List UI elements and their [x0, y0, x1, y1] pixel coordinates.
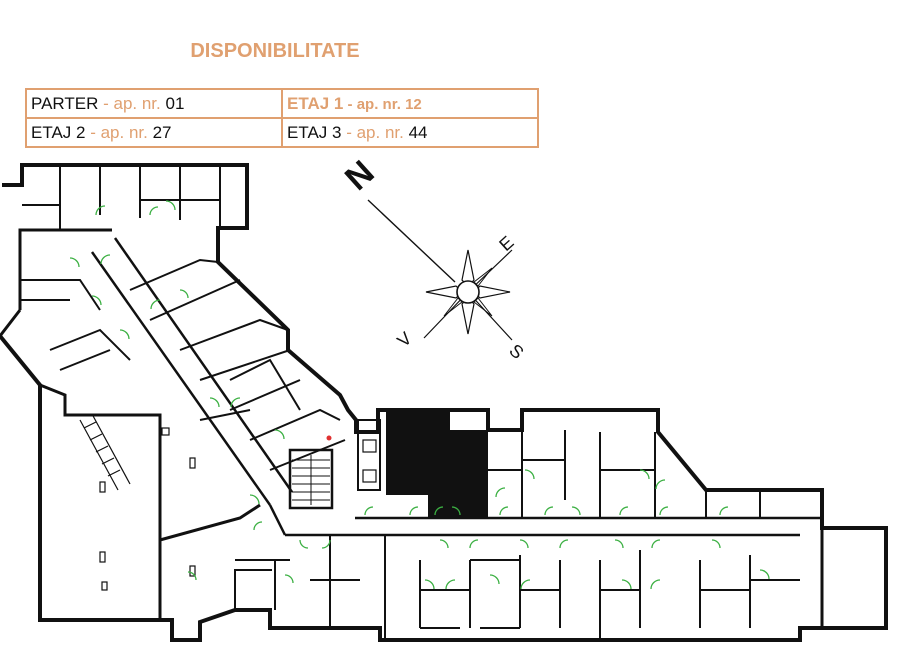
availability-heading: DISPONIBILITATE: [190, 40, 360, 62]
table-row: ETAJ 2 - ap. nr. 27 ETAJ 3 - ap. nr. 44: [25, 117, 539, 148]
compass-rose: N E S V: [338, 153, 528, 363]
apartment-prefix: - ap. nr.: [98, 93, 166, 113]
compass-letter-north: N: [338, 153, 382, 198]
stair-ramp: [79, 413, 131, 491]
fixtures: [99, 427, 377, 591]
availability-cell-floor-3[interactable]: ETAJ 3 - ap. nr. 44: [281, 117, 539, 148]
apartment-prefix: - ap. nr.: [341, 122, 409, 142]
availability-cell-ground[interactable]: PARTER - ap. nr. 01: [25, 88, 283, 119]
availability-cell-floor-2[interactable]: ETAJ 2 - ap. nr. 27: [25, 117, 283, 148]
apartment-number: 27: [152, 122, 172, 142]
availability-table: PARTER - ap. nr. 01 ETAJ 1 - ap. nr. 12 …: [25, 88, 539, 148]
availability-cell-floor-1[interactable]: ETAJ 1 - ap. nr. 12: [281, 88, 539, 119]
floor-label: ETAJ 3: [287, 122, 342, 142]
compass-letter-east: E: [495, 232, 517, 255]
compass-needle-north: [367, 199, 456, 283]
apartment-number: 12: [405, 95, 422, 113]
location-marker: [326, 435, 332, 441]
service-block: [386, 410, 488, 518]
apartment-prefix: - ap. nr.: [85, 122, 153, 142]
compass-center: [456, 280, 480, 304]
floor-label: ETAJ 1: [287, 93, 344, 113]
apartment-number: 01: [165, 93, 185, 113]
apartment-number: 44: [408, 122, 428, 142]
floor-label: PARTER: [31, 93, 99, 113]
door-swings: [69, 200, 770, 590]
staircase: [292, 455, 330, 505]
compass-letter-west: V: [393, 328, 415, 351]
floor-label: ETAJ 2: [31, 122, 86, 142]
building-walls: [0, 163, 888, 642]
table-row: PARTER - ap. nr. 01 ETAJ 1 - ap. nr. 12: [25, 88, 539, 119]
room-partitions: [20, 165, 800, 640]
compass-letter-south: S: [505, 340, 527, 363]
apartment-prefix: - ap. nr.: [343, 95, 406, 113]
